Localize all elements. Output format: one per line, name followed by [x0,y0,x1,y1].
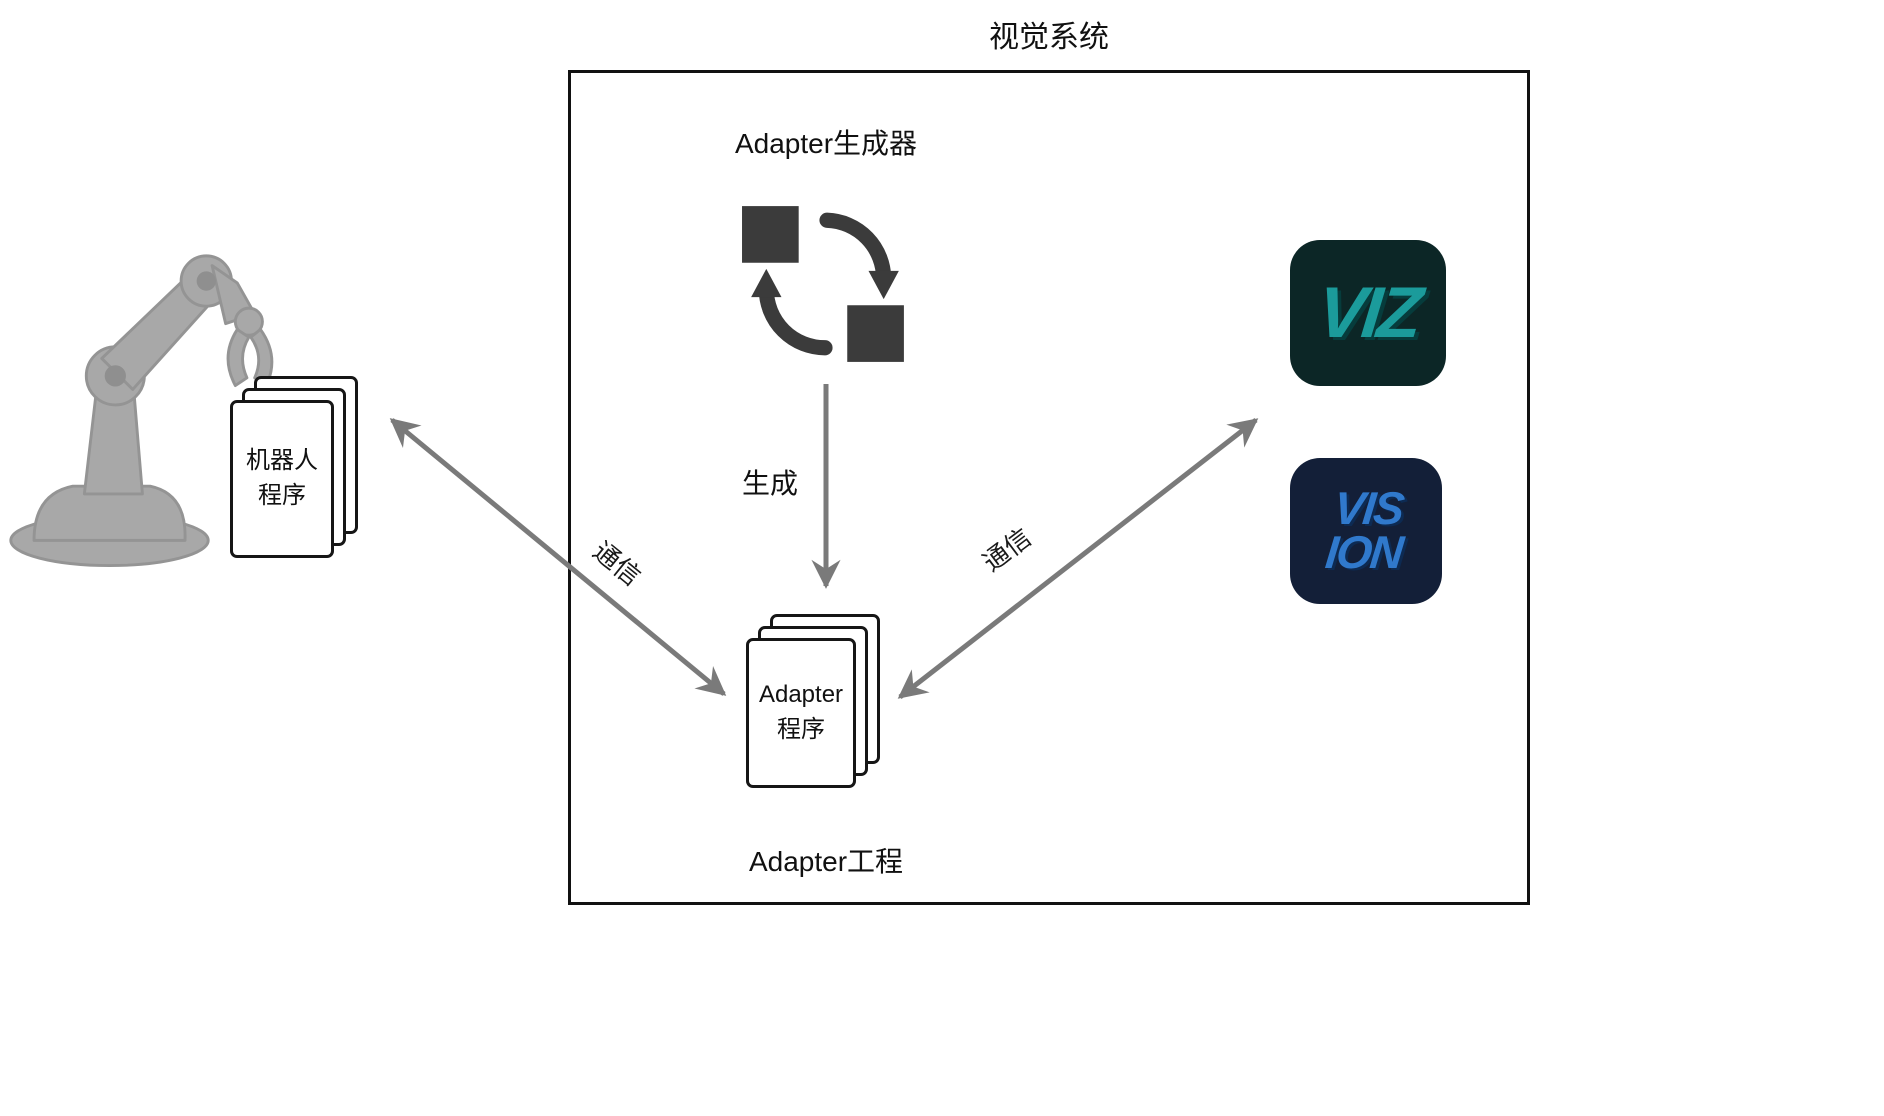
adapter-program-docs: Adapter 程序 [746,614,880,788]
vision-app-icon: VIS ION [1290,458,1442,604]
adapter-generator-label: Adapter生成器 [734,128,918,159]
robot-arm-icon [5,232,305,577]
doc-page-front: 机器人 程序 [230,400,334,558]
doc-page-front: Adapter 程序 [746,638,856,788]
page-title: 视觉系统 [989,21,1109,54]
viz-logo-text: VIZ [1313,273,1423,353]
viz-app-icon: VIZ [1290,240,1446,386]
generator-sync-icon [740,198,912,375]
adapter-project-label: Adapter工程 [748,846,904,877]
robot-program-docs: 机器人 程序 [230,376,358,558]
adapter-doc-label: Adapter 程序 [758,681,844,743]
robot-doc-label: 机器人 程序 [246,447,318,509]
vision-logo-text: VIS ION [1323,482,1406,578]
generate-label: 生成 [742,468,799,499]
